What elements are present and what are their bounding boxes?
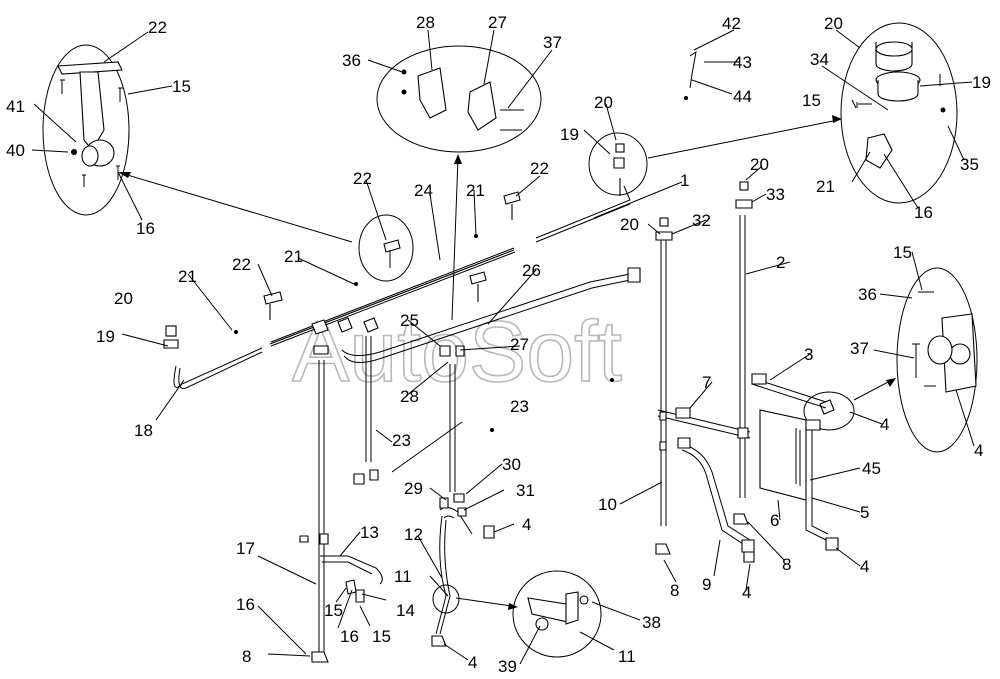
callout-label: 27 [510, 335, 529, 354]
callout-label: 13 [360, 523, 379, 542]
callout-label: 25 [400, 311, 419, 330]
callout-label: 21 [466, 181, 485, 200]
callout-label: 3 [804, 345, 813, 364]
callout-label: 4 [742, 583, 751, 602]
detail-small-ellipse-19 [588, 132, 648, 196]
detail-bracket-top-left [42, 44, 130, 216]
callout-label: 16 [340, 627, 359, 646]
callout-label: 22 [232, 255, 251, 274]
callout-label: 40 [6, 141, 25, 160]
callout-label: 43 [733, 53, 752, 72]
detail-small-ellipse-4 [803, 391, 855, 431]
callout-label: 21 [284, 247, 303, 266]
main-assembly [173, 185, 829, 652]
callout-label: 31 [516, 481, 535, 500]
detail-small-ellipse-22 [358, 214, 414, 282]
callout-label: 15 [372, 627, 391, 646]
callout-label: 15 [802, 91, 821, 110]
callout-label: 19 [96, 327, 115, 346]
callout-label: 1 [680, 171, 689, 190]
callout-label: 26 [522, 261, 541, 280]
callout-label: 39 [498, 657, 517, 676]
callout-label: 20 [594, 93, 613, 112]
callout-label: 10 [598, 495, 617, 514]
callout-label: 32 [692, 211, 711, 230]
detail-small-ellipse-11 [432, 584, 460, 614]
callout-label: 6 [770, 511, 779, 530]
callout-label: 20 [824, 14, 843, 33]
callout-label: 41 [6, 97, 25, 116]
callout-label: 27 [488, 13, 507, 32]
callout-label: 8 [782, 555, 791, 574]
callout-label: 4 [974, 441, 983, 460]
callout-label: 44 [733, 87, 752, 106]
callout-label: 36 [342, 51, 361, 70]
callout-label: 20 [114, 289, 133, 308]
small-parts [163, 50, 839, 663]
callout-label: 37 [850, 339, 869, 358]
callout-label: 4 [860, 557, 869, 576]
callout-label: 22 [353, 169, 372, 188]
detail-bracket-top-center [376, 45, 542, 153]
callout-label: 35 [960, 155, 979, 174]
callout-label: 8 [242, 647, 251, 666]
callout-label: 21 [178, 267, 197, 286]
callout-label: 15 [324, 601, 343, 620]
callout-label: 2 [776, 253, 785, 272]
callout-label: 4 [880, 415, 889, 434]
callout-label: 11 [618, 647, 636, 666]
callout-label: 19 [560, 125, 579, 144]
callout-label: 37 [543, 33, 562, 52]
detail-sleeve-top-right [840, 22, 958, 204]
callout-label: 29 [404, 479, 423, 498]
callout-label: 19 [972, 73, 991, 92]
leader-lines [31, 29, 975, 665]
callout-label: 4 [522, 515, 531, 534]
callout-label: 30 [502, 455, 521, 474]
callout-label: 7 [702, 373, 711, 392]
callout-label: 14 [396, 601, 415, 620]
callout-label: 28 [400, 387, 419, 406]
callout-label: 36 [858, 285, 877, 304]
callout-label: 11 [394, 567, 412, 586]
detail-flange-right [896, 267, 978, 453]
callout-label: 20 [620, 215, 639, 234]
callout-label: 16 [914, 203, 933, 222]
callout-label: 28 [416, 13, 435, 32]
callout-label: 8 [670, 581, 679, 600]
callout-label: 23 [510, 397, 529, 416]
callout-label: 34 [810, 50, 829, 69]
callout-label: 16 [136, 219, 155, 238]
callout-label: 45 [862, 459, 881, 478]
detail-clip-bottom [512, 570, 602, 658]
callout-label: 9 [702, 575, 711, 594]
callout-label: 33 [766, 185, 785, 204]
callout-label: 22 [530, 159, 549, 178]
callout-label: 21 [816, 177, 835, 196]
callout-label: 15 [172, 77, 191, 96]
callout-label: 18 [134, 421, 153, 440]
callout-label: 17 [236, 539, 255, 558]
callout-label: 16 [236, 595, 255, 614]
callout-label: 20 [750, 155, 769, 174]
callout-labels: 22 15 41 40 16 28 27 36 37 42 43 44 20 3… [6, 13, 991, 676]
callout-label: 22 [148, 18, 167, 37]
callout-label: 38 [642, 613, 661, 632]
callout-label: 42 [722, 14, 741, 33]
callout-label: 24 [414, 181, 433, 200]
callout-label: 4 [468, 653, 477, 672]
callout-label: 23 [392, 431, 411, 450]
callout-label: 12 [404, 525, 423, 544]
callout-label: 5 [860, 503, 869, 522]
callout-label: 15 [893, 243, 912, 262]
